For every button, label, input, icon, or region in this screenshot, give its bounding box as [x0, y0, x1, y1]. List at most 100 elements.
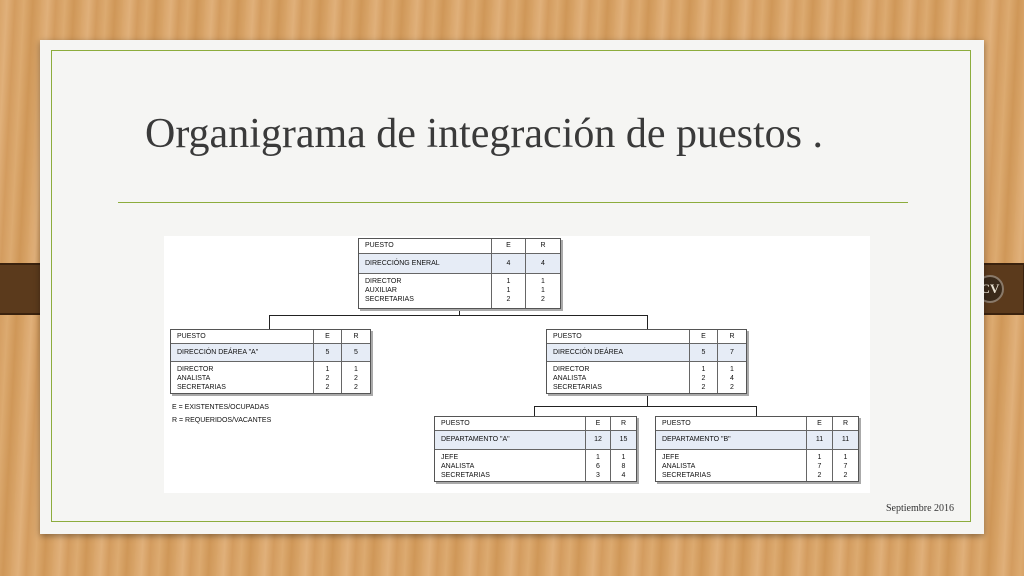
e-value: 3 — [596, 472, 600, 479]
e-value: 6 — [596, 463, 600, 470]
r-value: 2 — [354, 375, 358, 382]
position-label: SECRETARIAS — [553, 384, 602, 391]
position-label: ANALISTA — [177, 375, 211, 382]
box-header-row: PUESTO E R — [547, 330, 746, 344]
unit-name: DIRECCIÓNG ENERAL — [365, 260, 440, 267]
org-box-departamento-a: PUESTO E R DEPARTAMENTO "A" 12 15 JEFE A… — [434, 416, 637, 482]
connector-line — [269, 315, 270, 329]
unit-r-value: 7 — [730, 349, 734, 356]
r-value: 1 — [843, 454, 848, 461]
unit-e-value: 11 — [815, 436, 824, 443]
box-header-row: PUESTO E R — [359, 239, 560, 254]
connector-line — [534, 406, 535, 416]
header-r: R — [540, 242, 546, 249]
unit-name: DEPARTAMENTO "B" — [662, 436, 731, 443]
header-puesto: PUESTO — [365, 242, 394, 249]
position-label: DIRECTOR — [553, 366, 590, 373]
r-value: 1 — [541, 278, 545, 285]
e-value: 1 — [506, 287, 511, 294]
unit-r-value: 4 — [541, 260, 545, 267]
r-value: 1 — [621, 454, 626, 461]
position-label: JEFE — [662, 454, 680, 461]
position-label: JEFE — [441, 454, 459, 461]
header-e: E — [325, 333, 330, 340]
header-e: E — [595, 420, 601, 427]
unit-name: DIRECCIÓN DEÁREA — [553, 349, 624, 356]
unit-e-value: 12 — [594, 436, 602, 443]
header-e: E — [817, 420, 822, 427]
position-label: ANALISTA — [553, 375, 587, 382]
org-box-direccion-general: PUESTO E R DIRECCIÓNG ENERAL 4 4 DIRECTO… — [358, 238, 561, 309]
e-value: 2 — [325, 375, 330, 382]
org-chart: PUESTO E R DIRECCIÓNG ENERAL 4 4 DIRECTO… — [164, 236, 870, 493]
r-value: 2 — [730, 384, 734, 391]
unit-r-value: 5 — [354, 349, 358, 356]
e-value: 2 — [701, 384, 706, 391]
org-box-direccion-area-a: PUESTO E R DIRECCIÓN DEÁREA "A" 5 5 DIRE… — [170, 329, 371, 394]
connector-line — [534, 406, 756, 407]
org-box-direccion-area: PUESTO E R DIRECCIÓN DEÁREA 5 7 DIRECTOR… — [546, 329, 747, 394]
org-box-departamento-b: PUESTO E R DEPARTAMENTO "B" 11 11 JEFE A… — [655, 416, 859, 482]
unit-r-value: 11 — [841, 436, 850, 443]
box-header-row: PUESTO E R — [171, 330, 370, 344]
slide-footer-date: Septiembre 2016 — [886, 503, 955, 514]
box-header-row: PUESTO E R — [435, 417, 636, 431]
header-r: R — [620, 420, 627, 427]
unit-name: DEPARTAMENTO "A" — [441, 436, 510, 443]
slide-frame — [51, 50, 971, 522]
r-value: 2 — [541, 296, 545, 303]
header-puesto: PUESTO — [441, 420, 470, 427]
r-value: 2 — [843, 472, 848, 479]
box-positions-row: DIRECTOR AUXILIAR SECRETARIAS 1 1 2 1 1 … — [359, 274, 560, 308]
position-label: AUXILIAR — [365, 287, 397, 294]
unit-e-value: 4 — [506, 260, 511, 267]
connector-line — [647, 315, 648, 329]
position-label: ANALISTA — [662, 463, 696, 470]
connector-line — [647, 392, 648, 406]
e-value: 2 — [817, 472, 822, 479]
unit-e-value: 5 — [701, 349, 706, 356]
box-positions-row: DIRECTOR ANALISTA SECRETARIAS 1 2 2 1 2 … — [171, 362, 370, 393]
connector-line — [459, 307, 460, 315]
position-label: DIRECTOR — [365, 278, 402, 285]
position-label: SECRETARIAS — [365, 296, 414, 303]
slide-title: Organigrama de integración de puestos . — [145, 111, 824, 157]
header-puesto: PUESTO — [662, 420, 691, 427]
connector-line — [269, 315, 647, 316]
r-value: 1 — [730, 366, 734, 373]
unit-r-value: 15 — [619, 436, 628, 443]
e-value: 1 — [596, 454, 600, 461]
header-e: E — [701, 333, 706, 340]
r-value: 7 — [843, 463, 848, 470]
position-label: SECRETARIAS — [441, 472, 490, 479]
header-r: R — [353, 333, 359, 340]
box-unit-row: DIRECCIÓNG ENERAL 4 4 — [359, 254, 560, 274]
unit-e-value: 5 — [325, 349, 330, 356]
r-value: 2 — [354, 384, 358, 391]
box-header-row: PUESTO E R — [656, 417, 858, 431]
position-label: SECRETARIAS — [177, 384, 226, 391]
e-value: 7 — [817, 463, 822, 470]
header-r: R — [842, 420, 849, 427]
r-value: 8 — [621, 463, 626, 470]
unit-name: DIRECCIÓN DEÁREA "A" — [177, 349, 259, 356]
position-label: SECRETARIAS — [662, 472, 711, 479]
r-value: 1 — [541, 287, 545, 294]
header-puesto: PUESTO — [177, 333, 206, 340]
e-value: 2 — [325, 384, 330, 391]
position-label: ANALISTA — [441, 463, 475, 470]
box-unit-row: DIRECCIÓN DEÁREA 5 7 — [547, 344, 746, 362]
legend-requeridos: R = REQUERIDOS/VACANTES — [172, 417, 272, 424]
r-value: 4 — [621, 472, 626, 479]
box-unit-row: DIRECCIÓN DEÁREA "A" 5 5 — [171, 344, 370, 362]
e-value: 1 — [701, 366, 706, 373]
connector-line — [756, 406, 757, 416]
e-value: 1 — [506, 278, 511, 285]
legend-existentes: E = EXISTENTES/OCUPADAS — [172, 404, 269, 411]
title-divider — [118, 202, 908, 203]
e-value: 2 — [506, 296, 511, 303]
position-label: DIRECTOR — [177, 366, 214, 373]
box-positions-row: DIRECTOR ANALISTA SECRETARIAS 1 2 2 1 4 … — [547, 362, 746, 393]
r-value: 4 — [730, 375, 734, 382]
box-positions-row: JEFE ANALISTA SECRETARIAS 1 6 3 1 8 4 — [435, 450, 636, 481]
